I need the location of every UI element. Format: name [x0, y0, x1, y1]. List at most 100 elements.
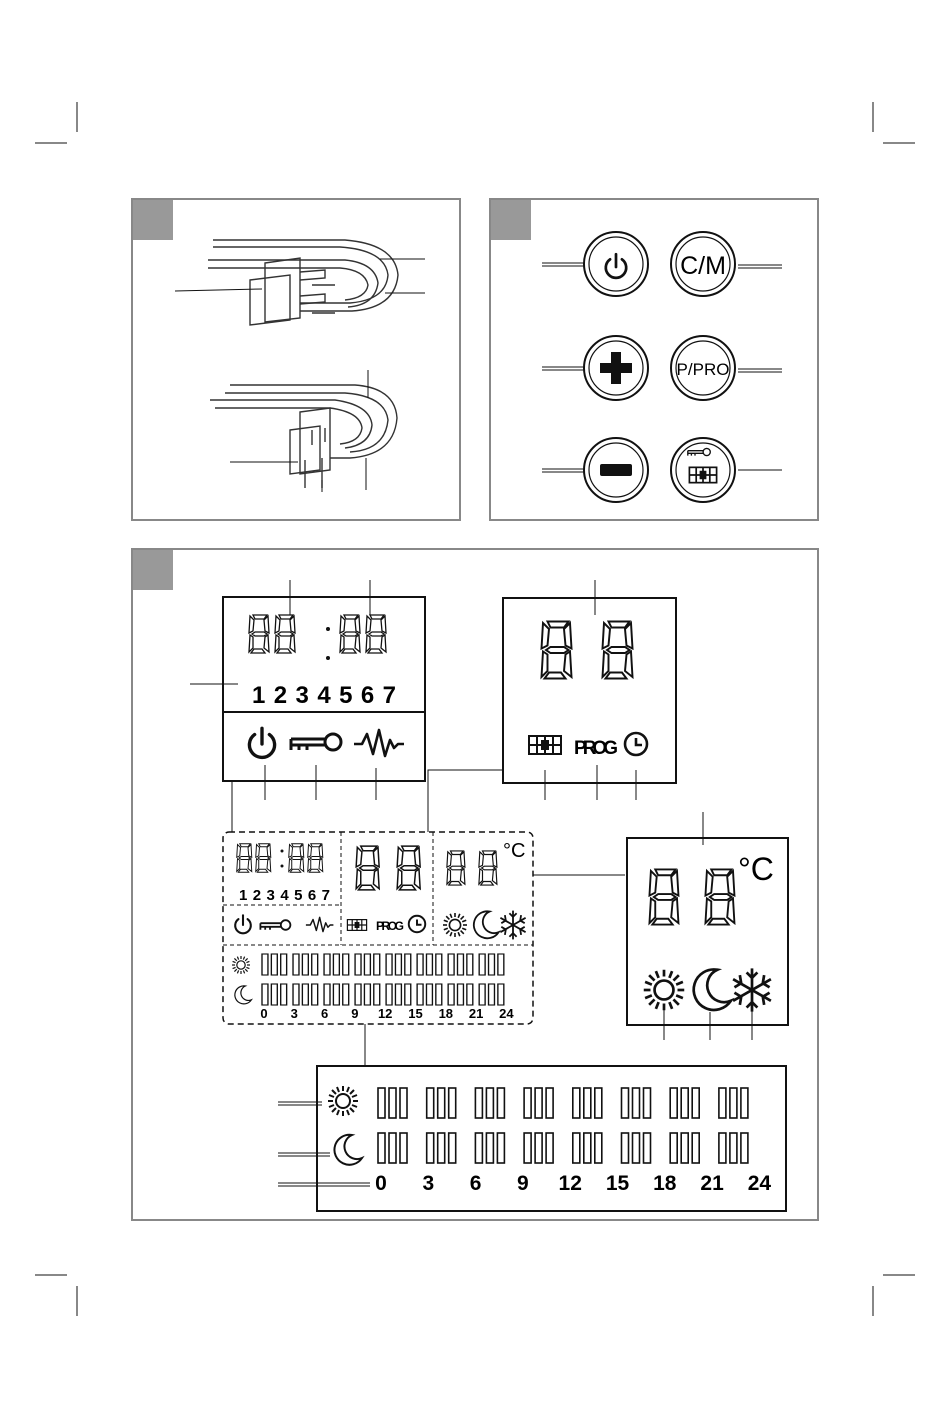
plus-button[interactable] [584, 336, 648, 400]
key-icon [688, 448, 711, 455]
weekday-indicators: 1234567 [252, 682, 396, 709]
program-slot [386, 954, 411, 975]
sun-icon [232, 956, 250, 974]
panel-tab-a [133, 200, 173, 240]
program-slot [475, 1088, 504, 1118]
hour-label: 9 [351, 1006, 358, 1021]
window-icon [347, 920, 366, 931]
program-slot [479, 984, 504, 1005]
moon-icon [694, 969, 731, 1010]
program-slot [475, 1133, 504, 1163]
hour-label: 24 [748, 1172, 772, 1195]
program-slot [378, 1088, 407, 1118]
celsius-indicator: °C [738, 851, 774, 887]
program-slot [427, 1133, 456, 1163]
panel-buttons: C/M P/PRO [490, 199, 818, 520]
program-slot [719, 1133, 748, 1163]
power-icon [235, 915, 251, 933]
power-icon [606, 254, 626, 278]
hour-label: 3 [422, 1172, 434, 1195]
program-slot [670, 1133, 699, 1163]
hour-label: 15 [606, 1172, 630, 1195]
rail-assembly-top [208, 240, 398, 325]
cm-button-label: C/M [680, 252, 726, 280]
hour-label: 0 [260, 1006, 267, 1021]
program-slot [293, 954, 318, 975]
program-slot [479, 954, 504, 975]
program-slot [448, 954, 473, 975]
hour-label: 18 [439, 1006, 453, 1021]
moon-icon [235, 986, 252, 1004]
heat-wave-icon [306, 917, 334, 931]
lock-window-button[interactable] [671, 438, 735, 502]
hour-label: 12 [378, 1006, 392, 1021]
clock-icon [625, 733, 647, 755]
program-slot [355, 954, 380, 975]
hour-label: 9 [517, 1172, 529, 1195]
sun-icon [443, 913, 467, 937]
program-slot [262, 984, 287, 1005]
cm-button[interactable]: C/M [671, 232, 735, 296]
clock-icon [409, 916, 426, 933]
clock-detail-box: 1234567 [190, 580, 425, 832]
program-slot [324, 984, 349, 1005]
program-slot [573, 1133, 602, 1163]
panel-mounting [132, 199, 460, 520]
panel-tab-c [133, 550, 173, 590]
program-slot [524, 1133, 553, 1163]
program-slot [417, 984, 442, 1005]
clock-digits [249, 615, 386, 660]
program-slot [622, 1088, 651, 1118]
sun-icon [328, 1086, 358, 1116]
plus-icon [600, 352, 632, 384]
hour-label: 24 [499, 1006, 514, 1021]
weekday-indicators-small: 1234567 [239, 887, 330, 904]
hour-label: 18 [653, 1172, 677, 1195]
moon-icon [334, 1135, 362, 1165]
program-slot [524, 1088, 553, 1118]
program-slot [355, 984, 380, 1005]
heat-wave-icon [354, 730, 404, 756]
program-detail-box: PROG [428, 580, 676, 832]
ppro-button[interactable]: P/PRO [671, 336, 735, 400]
program-slot [427, 1088, 456, 1118]
hour-label: 0 [375, 1172, 387, 1195]
power-icon [249, 728, 274, 757]
program-slot [719, 1088, 748, 1118]
window-icon [529, 736, 561, 754]
power-button[interactable] [584, 232, 648, 296]
minus-button[interactable] [584, 438, 648, 502]
program-slot [670, 1088, 699, 1118]
snowflake-icon [733, 968, 771, 1011]
panel-tab-b [491, 200, 531, 240]
program-slot [262, 954, 287, 975]
key-icon [291, 734, 341, 750]
program-slot [293, 984, 318, 1005]
program-slot [573, 1088, 602, 1118]
snowflake-icon [500, 911, 525, 940]
temperature-detail-box: °C [627, 812, 788, 1040]
sun-icon [644, 970, 685, 1011]
hour-label: 3 [291, 1006, 298, 1021]
moon-icon [474, 911, 499, 938]
program-slot [324, 954, 349, 975]
program-slot [378, 1133, 407, 1163]
panel-display: 1234567 PROG [132, 549, 818, 1220]
prog-indicator-small: PROG [376, 919, 404, 933]
program-slot [386, 984, 411, 1005]
hour-label: 15 [408, 1006, 422, 1021]
key-icon [260, 920, 290, 930]
program-slot [448, 984, 473, 1005]
ppro-button-label: P/PRO [677, 360, 730, 379]
hour-label: 21 [469, 1006, 483, 1021]
program-slot [417, 954, 442, 975]
prog-indicator: PROG [574, 738, 618, 759]
hour-label: 12 [559, 1172, 582, 1195]
hour-label: 6 [321, 1006, 328, 1021]
hour-label: 6 [470, 1172, 482, 1195]
window-icon [689, 467, 716, 482]
